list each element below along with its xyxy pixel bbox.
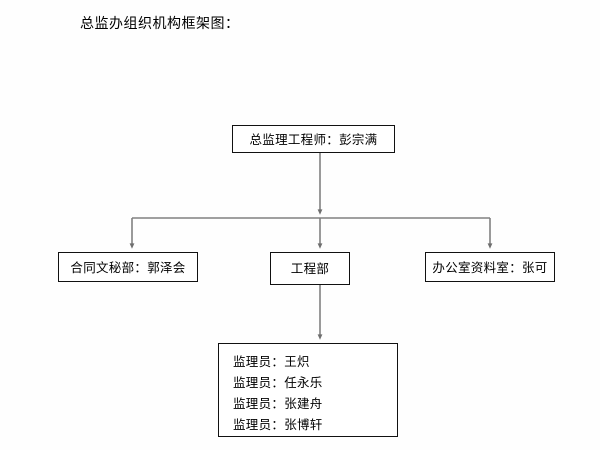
list-item: 监理员：张建舟	[233, 396, 323, 411]
page-title: 总监办组织机构框架图：	[80, 16, 240, 32]
node-engineering-label: 工程部	[290, 261, 330, 276]
node-office-label: 办公室资料室：张可	[432, 259, 548, 275]
node-contract-secretariat: 合同文秘部：郭泽会	[58, 252, 198, 282]
node-chief-label: 总监理工程师：彭宗满	[249, 131, 378, 147]
node-contract-label: 合同文秘部：郭泽会	[70, 259, 186, 275]
node-office-archive-room: 办公室资料室：张可	[425, 252, 555, 282]
list-item: 监理员：王炽	[233, 354, 310, 369]
list-item: 监理员：任永乐	[233, 375, 323, 390]
node-supervisor-list: 监理员：王炽 监理员：任永乐 监理员：张建舟 监理员：张博轩	[218, 343, 398, 437]
node-engineering-department: 工程部	[270, 252, 350, 285]
list-item: 监理员：张博轩	[233, 417, 323, 432]
node-chief-supervisor-engineer: 总监理工程师：彭宗满	[232, 125, 395, 153]
